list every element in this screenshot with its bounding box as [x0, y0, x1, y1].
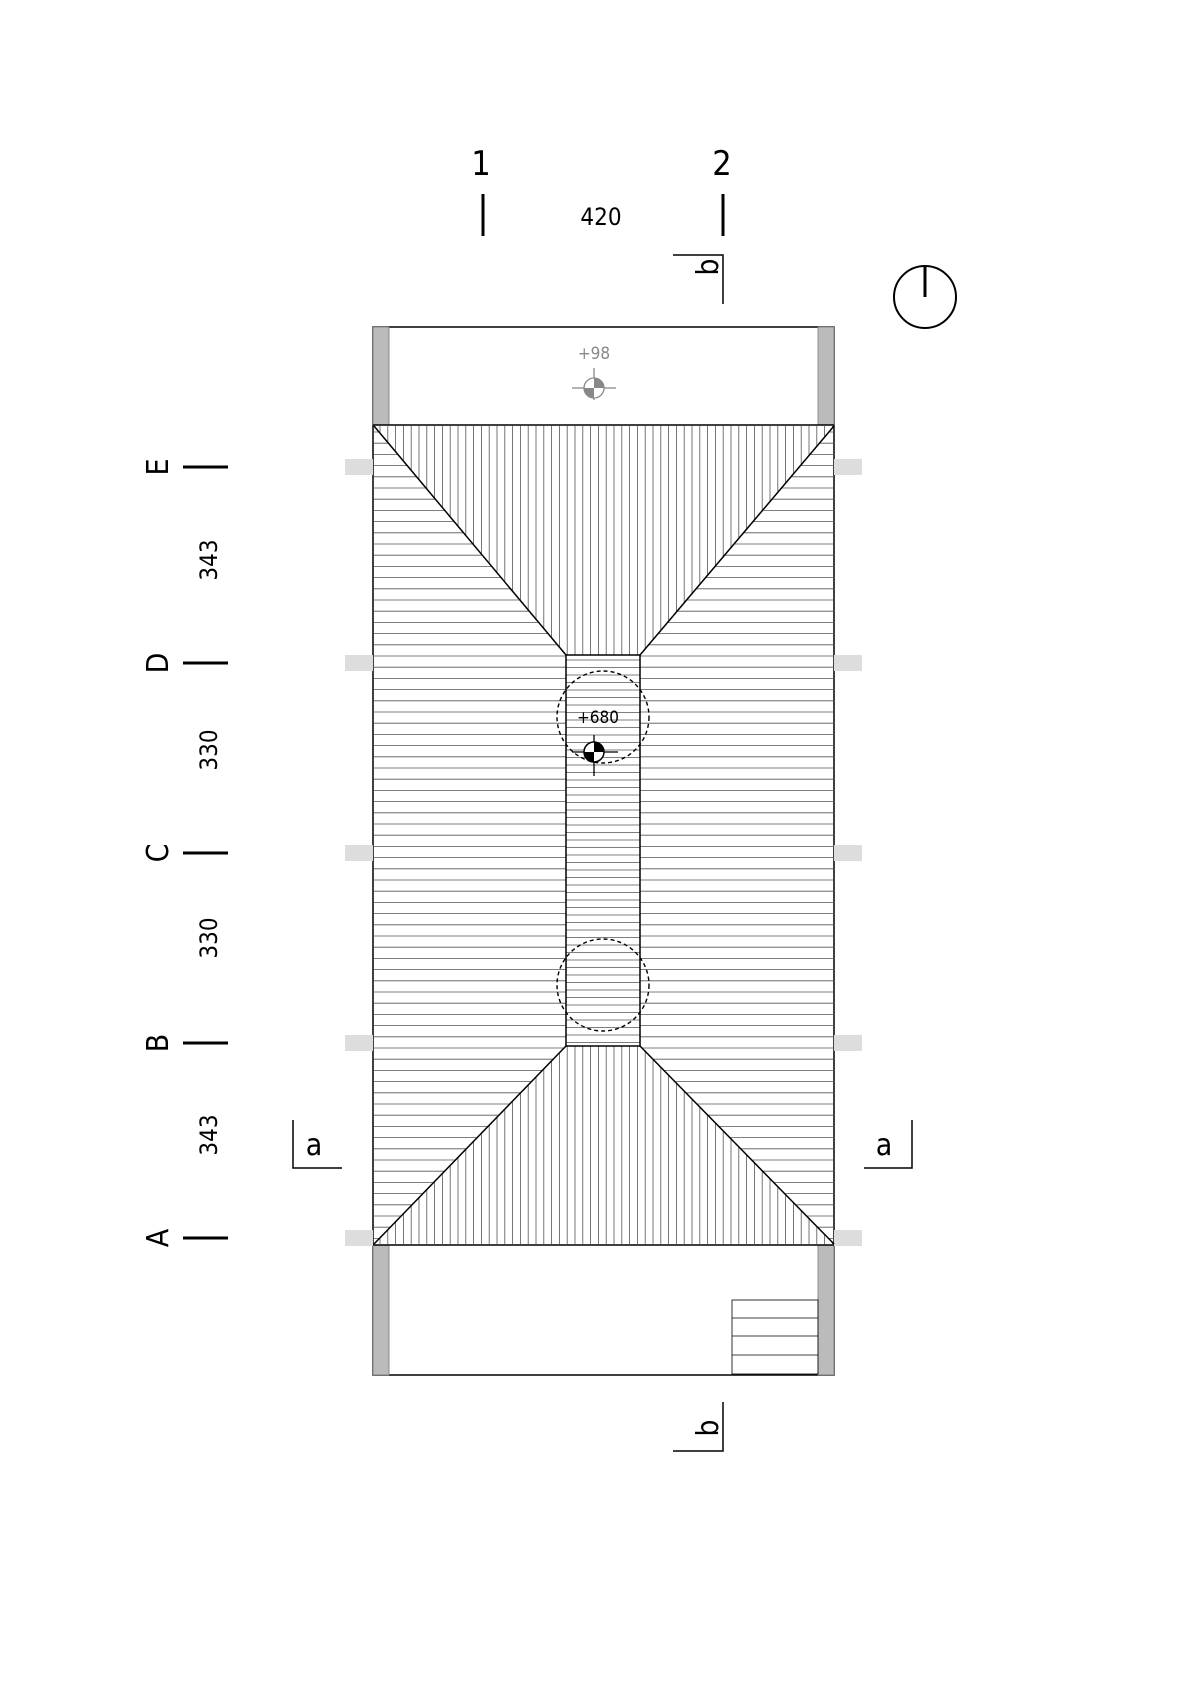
section-mark-label: a: [876, 1128, 893, 1163]
section-mark-b-bottom: b: [673, 1402, 726, 1452]
grid-marker: [834, 655, 862, 671]
grid-row-label: A: [141, 1228, 176, 1247]
row-dimension: 330: [195, 729, 223, 770]
grid-marker: [345, 1035, 373, 1051]
section-mark-label: b: [691, 1419, 726, 1436]
grid-wall-markers: [345, 459, 862, 1246]
grid-marker: [345, 655, 373, 671]
level-label: +98: [578, 344, 610, 364]
grid-column-2: 2: [712, 144, 732, 236]
grid-row-label: B: [141, 1034, 176, 1053]
grid-marker: [345, 459, 373, 475]
level-marker-ground: +98: [572, 344, 616, 400]
section-mark-label: a: [306, 1128, 323, 1163]
column-dimension: 420: [580, 203, 621, 231]
level-label: +680: [577, 708, 619, 728]
north-arrow-icon: [893, 265, 957, 329]
row-dimension: 330: [195, 917, 223, 958]
grid-row-E: E: [141, 458, 228, 476]
roof-edges: [373, 424, 835, 1246]
grid-row-C: C: [141, 844, 228, 863]
dashed-circle-lower: [556, 938, 650, 1032]
grid-marker: [345, 1230, 373, 1246]
section-mark-a-right: a: [864, 1120, 913, 1169]
grid-row-D: D: [141, 653, 228, 674]
grid-marker: [834, 1230, 862, 1246]
grid-column-label: 1: [471, 144, 490, 184]
grid-row-label: C: [141, 844, 176, 863]
section-mark-a-left: a: [292, 1120, 342, 1169]
grid-marker: [345, 845, 373, 861]
row-dimension: 343: [195, 1114, 223, 1155]
grid-row-B: B: [141, 1034, 228, 1053]
grid-row-label: D: [141, 653, 176, 674]
grid-column-label: 2: [712, 144, 731, 184]
grid-row-A: A: [141, 1228, 228, 1247]
roof-ridge-flat: [566, 659, 640, 1043]
section-mark-label: b: [691, 258, 726, 275]
grid-marker: [834, 1035, 862, 1051]
section-mark-b-top: b: [673, 254, 726, 304]
grid-marker: [834, 459, 862, 475]
grid-marker: [834, 845, 862, 861]
grid-row-label: E: [141, 458, 176, 475]
stair: [731, 1299, 819, 1375]
dashed-circle-upper: [556, 670, 650, 764]
level-marker-ridge: +680: [572, 708, 619, 776]
row-dimension: 343: [195, 539, 223, 580]
grid-column-1: 1: [471, 144, 491, 236]
